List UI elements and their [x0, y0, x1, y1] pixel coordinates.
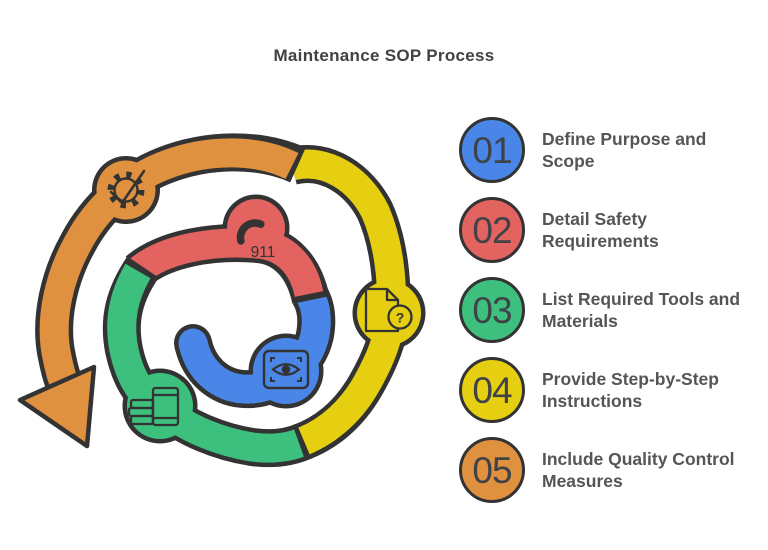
segment-step2-red — [125, 194, 330, 305]
step-number: 01 — [472, 129, 512, 171]
step-label: Provide Step-by-Step Instructions — [542, 368, 719, 412]
step-number-badge: 01 — [459, 117, 525, 183]
steps-list: 01 Define Purpose and Scope 02 Detail Sa… — [459, 117, 740, 503]
step-item-2: 02 Detail Safety Requirements — [459, 197, 740, 263]
step-number: 03 — [472, 289, 512, 331]
step-label: Detail Safety Requirements — [542, 208, 659, 252]
step-item-4: 04 Provide Step-by-Step Instructions — [459, 357, 740, 423]
step-label-line: Measures — [542, 471, 623, 491]
step-label: Include Quality Control Measures — [542, 448, 735, 492]
step-label-line: Materials — [542, 311, 618, 331]
segment-step5-orange — [17, 133, 306, 449]
emergency-number-label: 911 — [251, 244, 276, 261]
step-label: List Required Tools and Materials — [542, 288, 740, 332]
books-icon — [127, 386, 180, 427]
step-number-badge: 03 — [459, 277, 525, 343]
document-question-icon: ? — [364, 287, 413, 333]
step-label-line: Scope — [542, 151, 595, 171]
gear-check-icon — [107, 169, 146, 209]
step-number-badge: 04 — [459, 357, 525, 423]
step-number: 05 — [472, 449, 512, 491]
phone-911-icon: 911 — [236, 219, 276, 261]
step-number: 02 — [472, 209, 512, 251]
segment-step3-green — [102, 256, 312, 468]
step-label-line: Provide Step-by-Step — [542, 369, 719, 389]
step-label-line: Define Purpose and — [542, 129, 707, 149]
step-number: 04 — [472, 369, 512, 411]
step-label-line: Detail Safety — [542, 209, 648, 229]
step-label-line: List Required Tools and — [542, 289, 741, 309]
step-label-line: Include Quality Control — [542, 449, 735, 469]
eye-scan-icon — [262, 349, 310, 390]
step-label-line: Requirements — [542, 231, 659, 251]
step-label: Define Purpose and Scope — [542, 128, 706, 172]
page-title: Maintenance SOP Process — [273, 46, 495, 65]
step-item-3: 03 List Required Tools and Materials — [459, 277, 740, 343]
step-item-1: 01 Define Purpose and Scope — [459, 117, 740, 183]
question-mark-label: ? — [396, 310, 405, 326]
step-number-badge: 02 — [459, 197, 525, 263]
step-number-badge: 05 — [459, 437, 525, 503]
step-label-line: Instructions — [542, 391, 643, 411]
arrow-head — [17, 364, 97, 449]
step-item-5: 05 Include Quality Control Measures — [459, 437, 740, 503]
